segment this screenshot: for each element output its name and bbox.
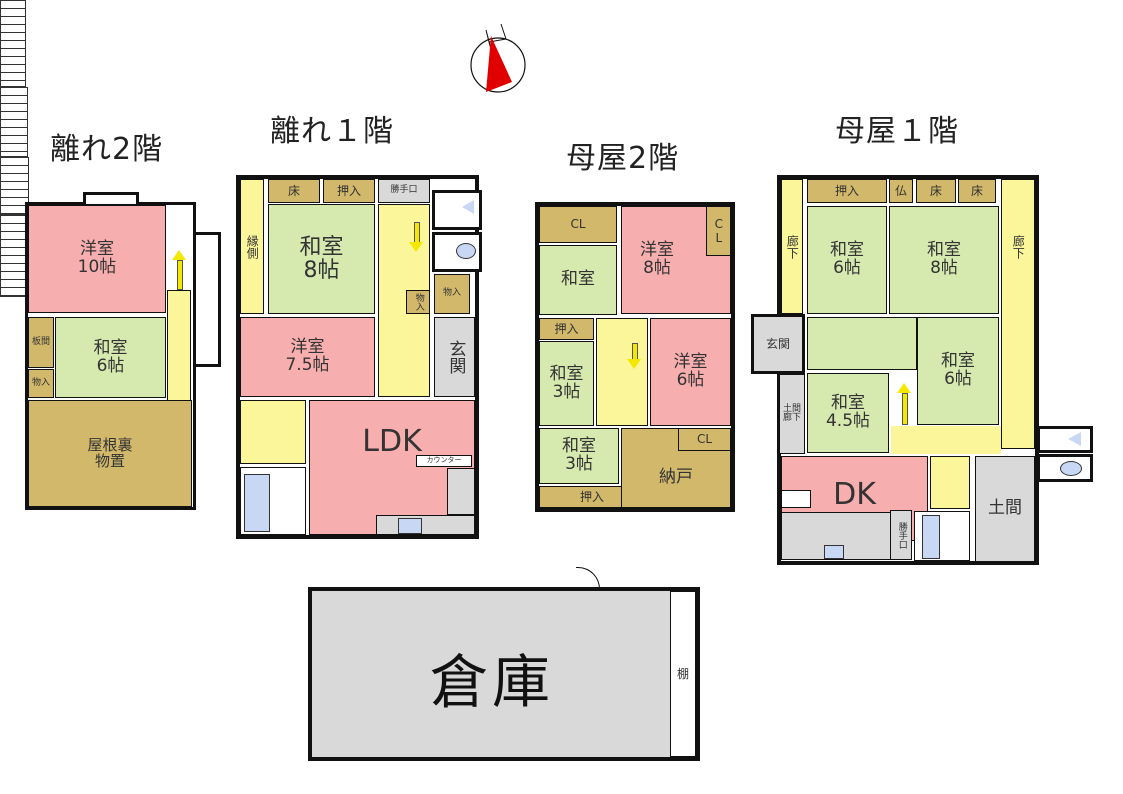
toilet-icon [1060, 461, 1082, 476]
annex-1f-oshiire: 押入 [323, 179, 375, 203]
stair-down-arrow-head-icon [627, 359, 641, 369]
main-1f-japanese-6a: 和室 6帖 [807, 206, 887, 314]
annex-1f-entrance: 玄関 [434, 317, 475, 397]
annex-1f-closet-small: 物入 [406, 290, 430, 314]
annex-1f-closet: 物入 [434, 274, 470, 314]
corridor-right-label: 廊下 [1011, 235, 1026, 259]
stair-up-arrow-head-icon [897, 383, 911, 393]
annex-1f-back-door[interactable]: 勝手口 [378, 179, 430, 203]
main-1f-kitchen-counter [781, 512, 891, 560]
main-2f-japanese: 和室 [539, 245, 617, 315]
main-1f-japanese-6b: 和室 6帖 [917, 317, 999, 425]
annex-1f-washroom-toilet [432, 190, 482, 230]
main-2f-cl1: CL [539, 206, 617, 243]
bathtub-icon [922, 515, 940, 559]
main-1f-toko1: 床 [916, 179, 956, 203]
annex-1f-sink-counter [376, 515, 475, 535]
annex-1f-engawa: 縁側 [240, 179, 264, 314]
stair-down-arrow-head-icon [409, 242, 423, 252]
annex-2f-closet: 物入 [28, 369, 54, 398]
main-1f-hallway [891, 426, 1001, 454]
annex-2f-western-room: 洋室 10帖 [28, 205, 166, 313]
main-1f-toko2: 床 [958, 179, 996, 203]
annex-2f-japanese-room: 和室 6帖 [55, 317, 166, 398]
main-1f-title: 母屋１階 [835, 114, 959, 149]
bathtub-icon [244, 474, 270, 532]
main-1f-doma: 土間 [975, 456, 1035, 562]
annex-1f-title: 離れ１階 [270, 114, 394, 149]
annex-2f-corridor [167, 290, 191, 402]
main-2f-stairs [0, 157, 29, 215]
main-2f-title: 母屋2階 [566, 141, 680, 176]
main-1f-stairs [0, 215, 26, 297]
main-1f-back-door[interactable]: 勝手口 [890, 510, 912, 560]
annex-2f-itama: 板間 [28, 317, 54, 368]
urinal-icon [462, 200, 474, 214]
main-2f-oshiire2: 押入 [539, 486, 645, 508]
warehouse-building [308, 587, 700, 761]
main-1f-toilet-urinal [1037, 426, 1093, 453]
annex-1f-stairs [0, 87, 28, 157]
annex-1f-washroom [240, 400, 306, 464]
warehouse-shelf: 棚 [670, 591, 696, 757]
stair-up-arrow-icon [177, 260, 183, 290]
main-1f-corridor-right: 廊下 [1001, 179, 1035, 449]
main-2f-western-6: 洋室 6帖 [650, 318, 731, 426]
main-1f-butsudan: 仏 [889, 179, 913, 203]
annex-2f-stairs [0, 0, 26, 87]
main-1f-japanese-hall [807, 317, 917, 370]
main-1f-doma-corridor: 土間 廊下 [779, 374, 805, 454]
main-1f-japanese-8: 和室 8帖 [889, 206, 999, 314]
annex-2f-attic-storage: 屋根裏 物置 [28, 400, 192, 507]
sink-icon [398, 518, 422, 534]
main-1f-oshiire: 押入 [807, 179, 887, 203]
main-1f-washroom [930, 456, 970, 509]
annex-2f-title: 離れ2階 [50, 132, 164, 167]
main-2f-cl2: CL [706, 206, 731, 256]
stair-down-arrow-icon [414, 222, 420, 244]
compass [468, 20, 528, 95]
stair-up-arrow-head-icon [172, 250, 186, 260]
annex-1f-japanese-room: 和室 8帖 [268, 204, 375, 314]
annex-1f-tokonoma: 床 [268, 179, 320, 203]
warehouse-title: 倉庫 [430, 648, 555, 716]
main-2f-japanese-3b: 和室 3帖 [539, 428, 619, 484]
annex-2f-balcony [193, 232, 221, 367]
north-arrow-icon [470, 23, 526, 93]
sink-icon [824, 545, 844, 559]
urinal-icon [1068, 432, 1081, 446]
annex-1f-western-room: 洋室 7.5帖 [240, 317, 375, 397]
toilet-icon [456, 243, 476, 259]
warehouse-door[interactable] [576, 567, 600, 589]
main-1f-japanese-4-5: 和室 4.5帖 [807, 373, 889, 453]
stair-up-arrow-icon [902, 393, 908, 425]
main-1f-entrance: 玄関 [751, 314, 805, 374]
main-2f-cl3: CL [678, 428, 731, 451]
annex-1f-kitchen-counter [447, 468, 475, 515]
annex-1f-counter: カウンター [416, 455, 472, 467]
main-2f-corridor [596, 318, 648, 426]
main-2f-oshiire1: 押入 [539, 318, 594, 340]
annex-2f-window-box [83, 192, 139, 204]
main-2f-japanese-3a: 和室 3帖 [539, 341, 594, 426]
main-1f-corridor-left: 廊下 [781, 179, 803, 314]
main-1f-sink-left [781, 490, 811, 508]
